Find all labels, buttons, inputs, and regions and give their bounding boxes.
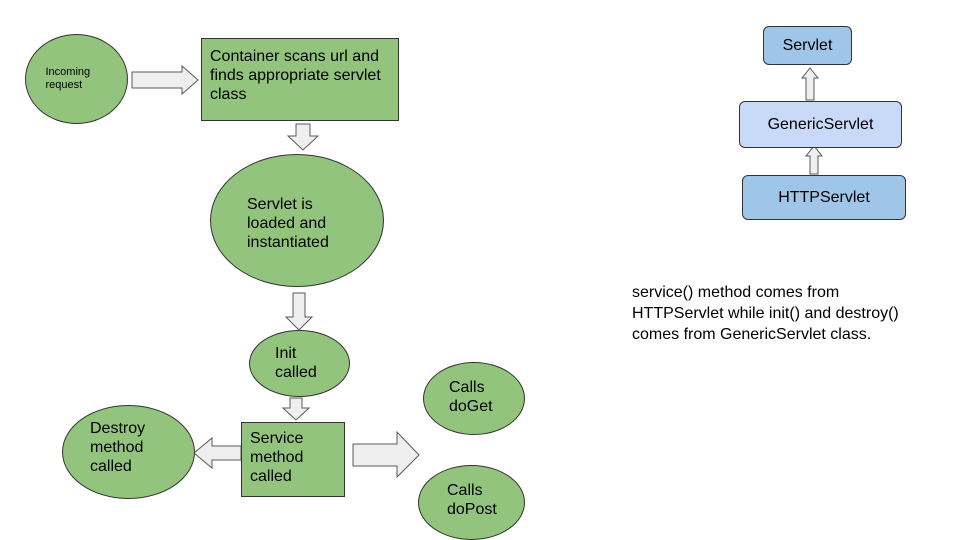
destroy-method-label: Destroy method called (90, 420, 146, 476)
arrow-request-to-container (131, 64, 199, 96)
servlet-methods-note: service() method comes from HTTPServlet … (632, 284, 899, 343)
incoming-request-label: Incoming request (45, 65, 91, 91)
service-method-label: Service method called (250, 430, 304, 486)
calls-dopost-node: Calls doPost (418, 465, 525, 540)
init-called-node: Init called (249, 330, 350, 397)
arrow-container-to-servlet (286, 123, 320, 151)
arrow-service-to-destroy (193, 436, 242, 470)
container-scans-label: Container scans url and finds appropriat… (210, 48, 381, 104)
servlet-loaded-label: Servlet is loaded and instantiated (247, 196, 329, 252)
arrow-generic-to-servlet (800, 67, 820, 101)
servlet-class-node: Servlet (763, 26, 852, 65)
destroy-method-node: Destroy method called (62, 405, 195, 499)
servlet-loaded-node: Servlet is loaded and instantiated (210, 154, 384, 287)
arrow-service-to-calls (352, 430, 420, 479)
generic-servlet-node: GenericServlet (739, 101, 902, 148)
arrow-servlet-to-init (284, 292, 314, 331)
calls-doget-label: Calls doGet (449, 379, 493, 416)
generic-servlet-label: GenericServlet (767, 115, 874, 133)
arrow-http-to-generic (804, 145, 824, 175)
container-scans-node: Container scans url and finds appropriat… (201, 38, 399, 121)
http-servlet-label: HTTPServlet (778, 188, 870, 206)
init-called-label: Init called (275, 345, 317, 382)
service-method-node: Service method called (241, 422, 345, 497)
servlet-class-label: Servlet (782, 36, 833, 54)
incoming-request-node: Incoming request (25, 34, 128, 124)
http-servlet-node: HTTPServlet (742, 175, 906, 220)
arrow-init-to-service (281, 397, 311, 421)
calls-dopost-label: Calls doPost (447, 482, 497, 519)
calls-doget-node: Calls doGet (423, 362, 525, 435)
